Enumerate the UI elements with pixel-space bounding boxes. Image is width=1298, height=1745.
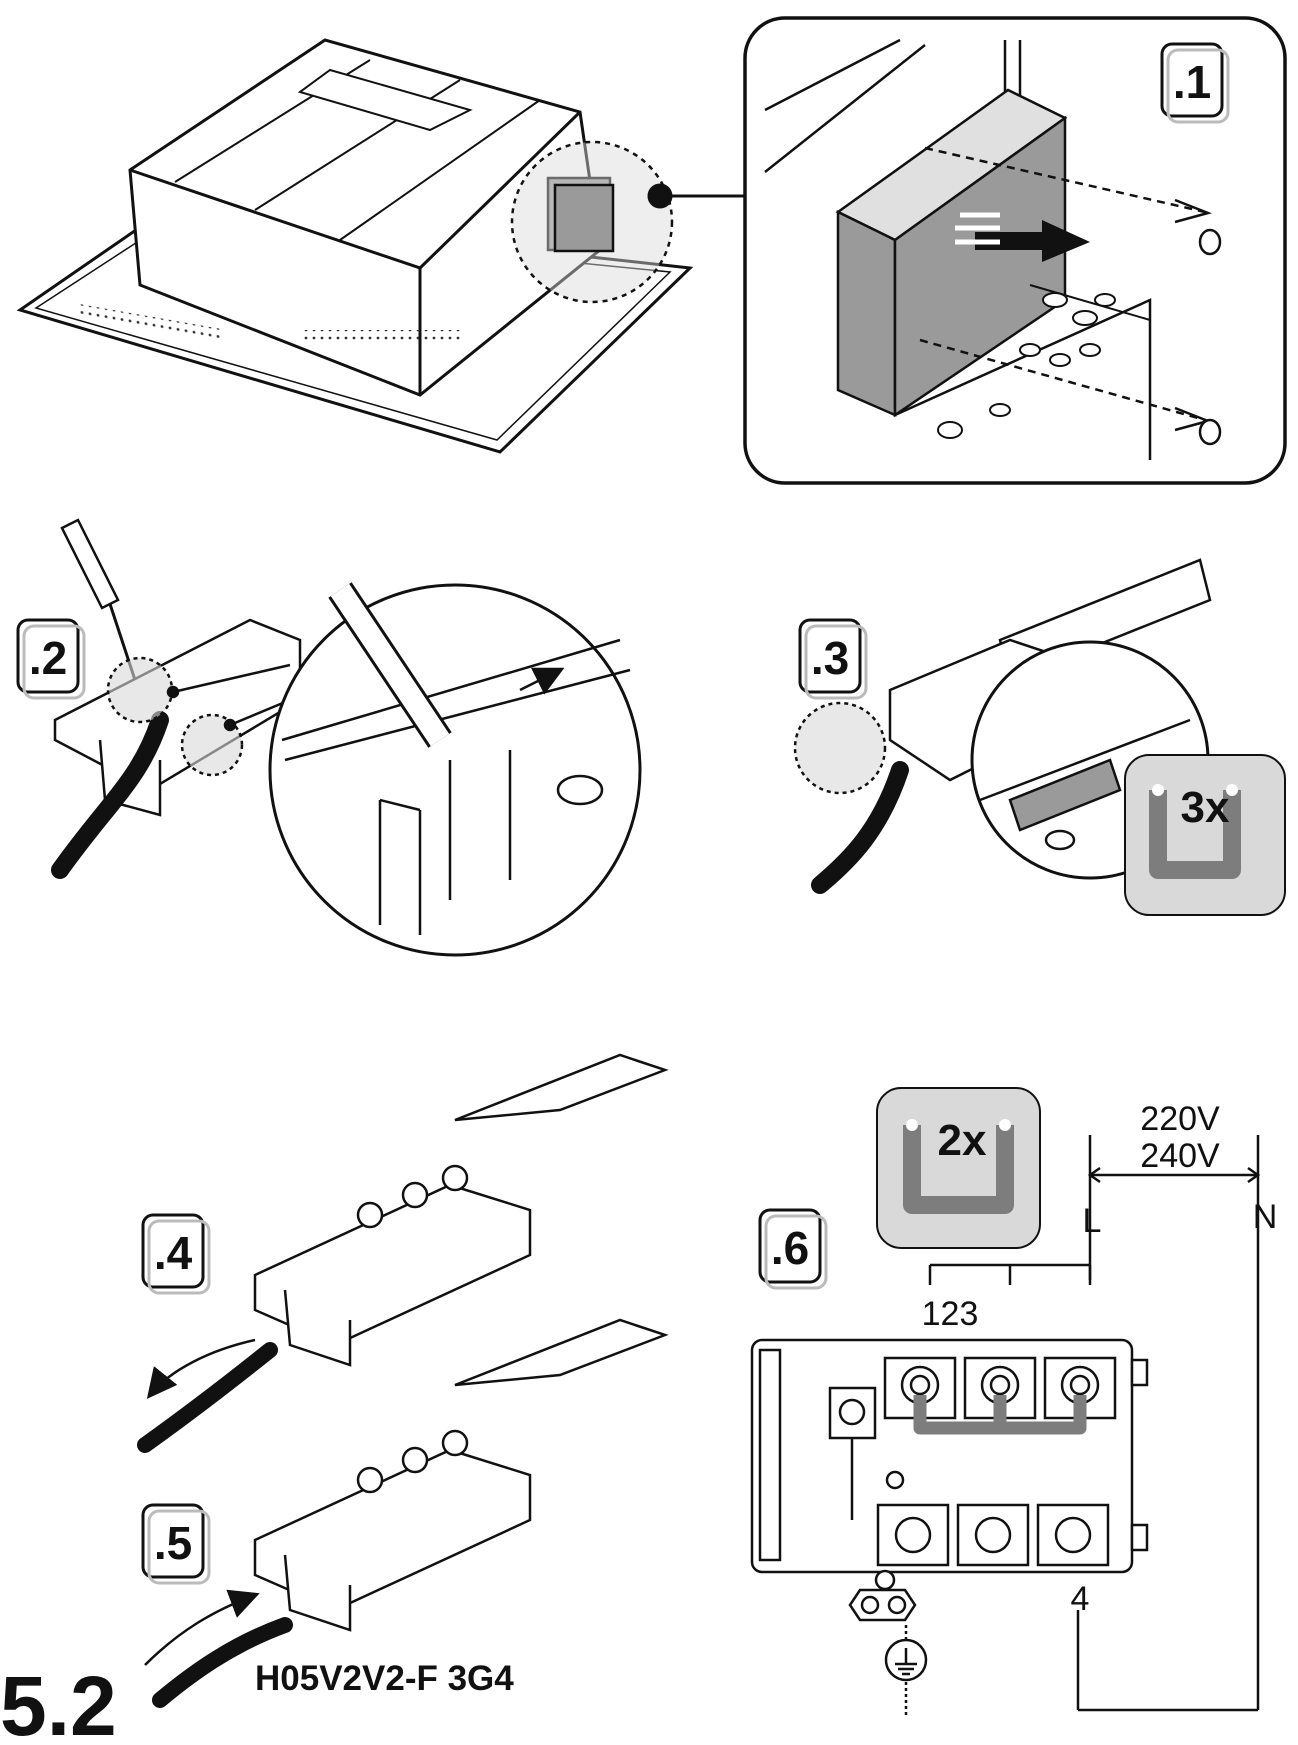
terminal-bottom-label: 4 — [1071, 1580, 1090, 1618]
step-label: .5 — [154, 1517, 192, 1569]
zoom-circle-step2 — [268, 582, 642, 957]
figure-label: 5.2 — [0, 1659, 117, 1745]
step-badge-5: .5 — [141, 1503, 211, 1585]
step-badge-2: .2 — [16, 618, 86, 700]
live-label: L — [1083, 1202, 1102, 1240]
voltage-top: 220V — [1140, 1100, 1220, 1138]
step-badge-1: .1 — [1160, 42, 1230, 124]
bridge-icon — [903, 1125, 1014, 1214]
step-label: .2 — [29, 632, 67, 684]
bridge-wires — [913, 1395, 1087, 1435]
zoom-panel-step1: .1 — [743, 16, 1287, 485]
hob-overview — [16, 38, 748, 454]
bridge-count: 3x — [1181, 783, 1230, 832]
bridge-count: 2x — [938, 1116, 987, 1165]
neutral-label: N — [1253, 1198, 1278, 1236]
step4-illustration — [137, 1053, 669, 1453]
step-badge-6: .6 — [758, 1208, 828, 1290]
cable-spec: H05V2V2-F 3G4 — [255, 1659, 514, 1698]
step5-illustration — [144, 1318, 669, 1708]
wiring-lines — [928, 1135, 1261, 1712]
step-label: .4 — [154, 1227, 193, 1279]
bridge-badge-3x: 3x — [1124, 754, 1286, 916]
terminals-top-label: 123 — [922, 1295, 979, 1333]
step-label: .6 — [771, 1222, 809, 1274]
step2-illustration — [51, 518, 302, 879]
step-label: .1 — [1173, 56, 1211, 108]
bridge-badge-2x: 2x — [876, 1087, 1041, 1249]
terminal-block — [750, 1338, 1149, 1574]
voltage-bottom: 240V — [1140, 1137, 1220, 1175]
step-badge-4: .4 — [141, 1213, 211, 1295]
step-badge-3: .3 — [798, 618, 868, 700]
screw-icon — [1198, 228, 1222, 446]
bridge-icon — [1149, 790, 1241, 879]
step-label: .3 — [811, 632, 849, 684]
earth-ground-icon — [848, 1569, 928, 1718]
